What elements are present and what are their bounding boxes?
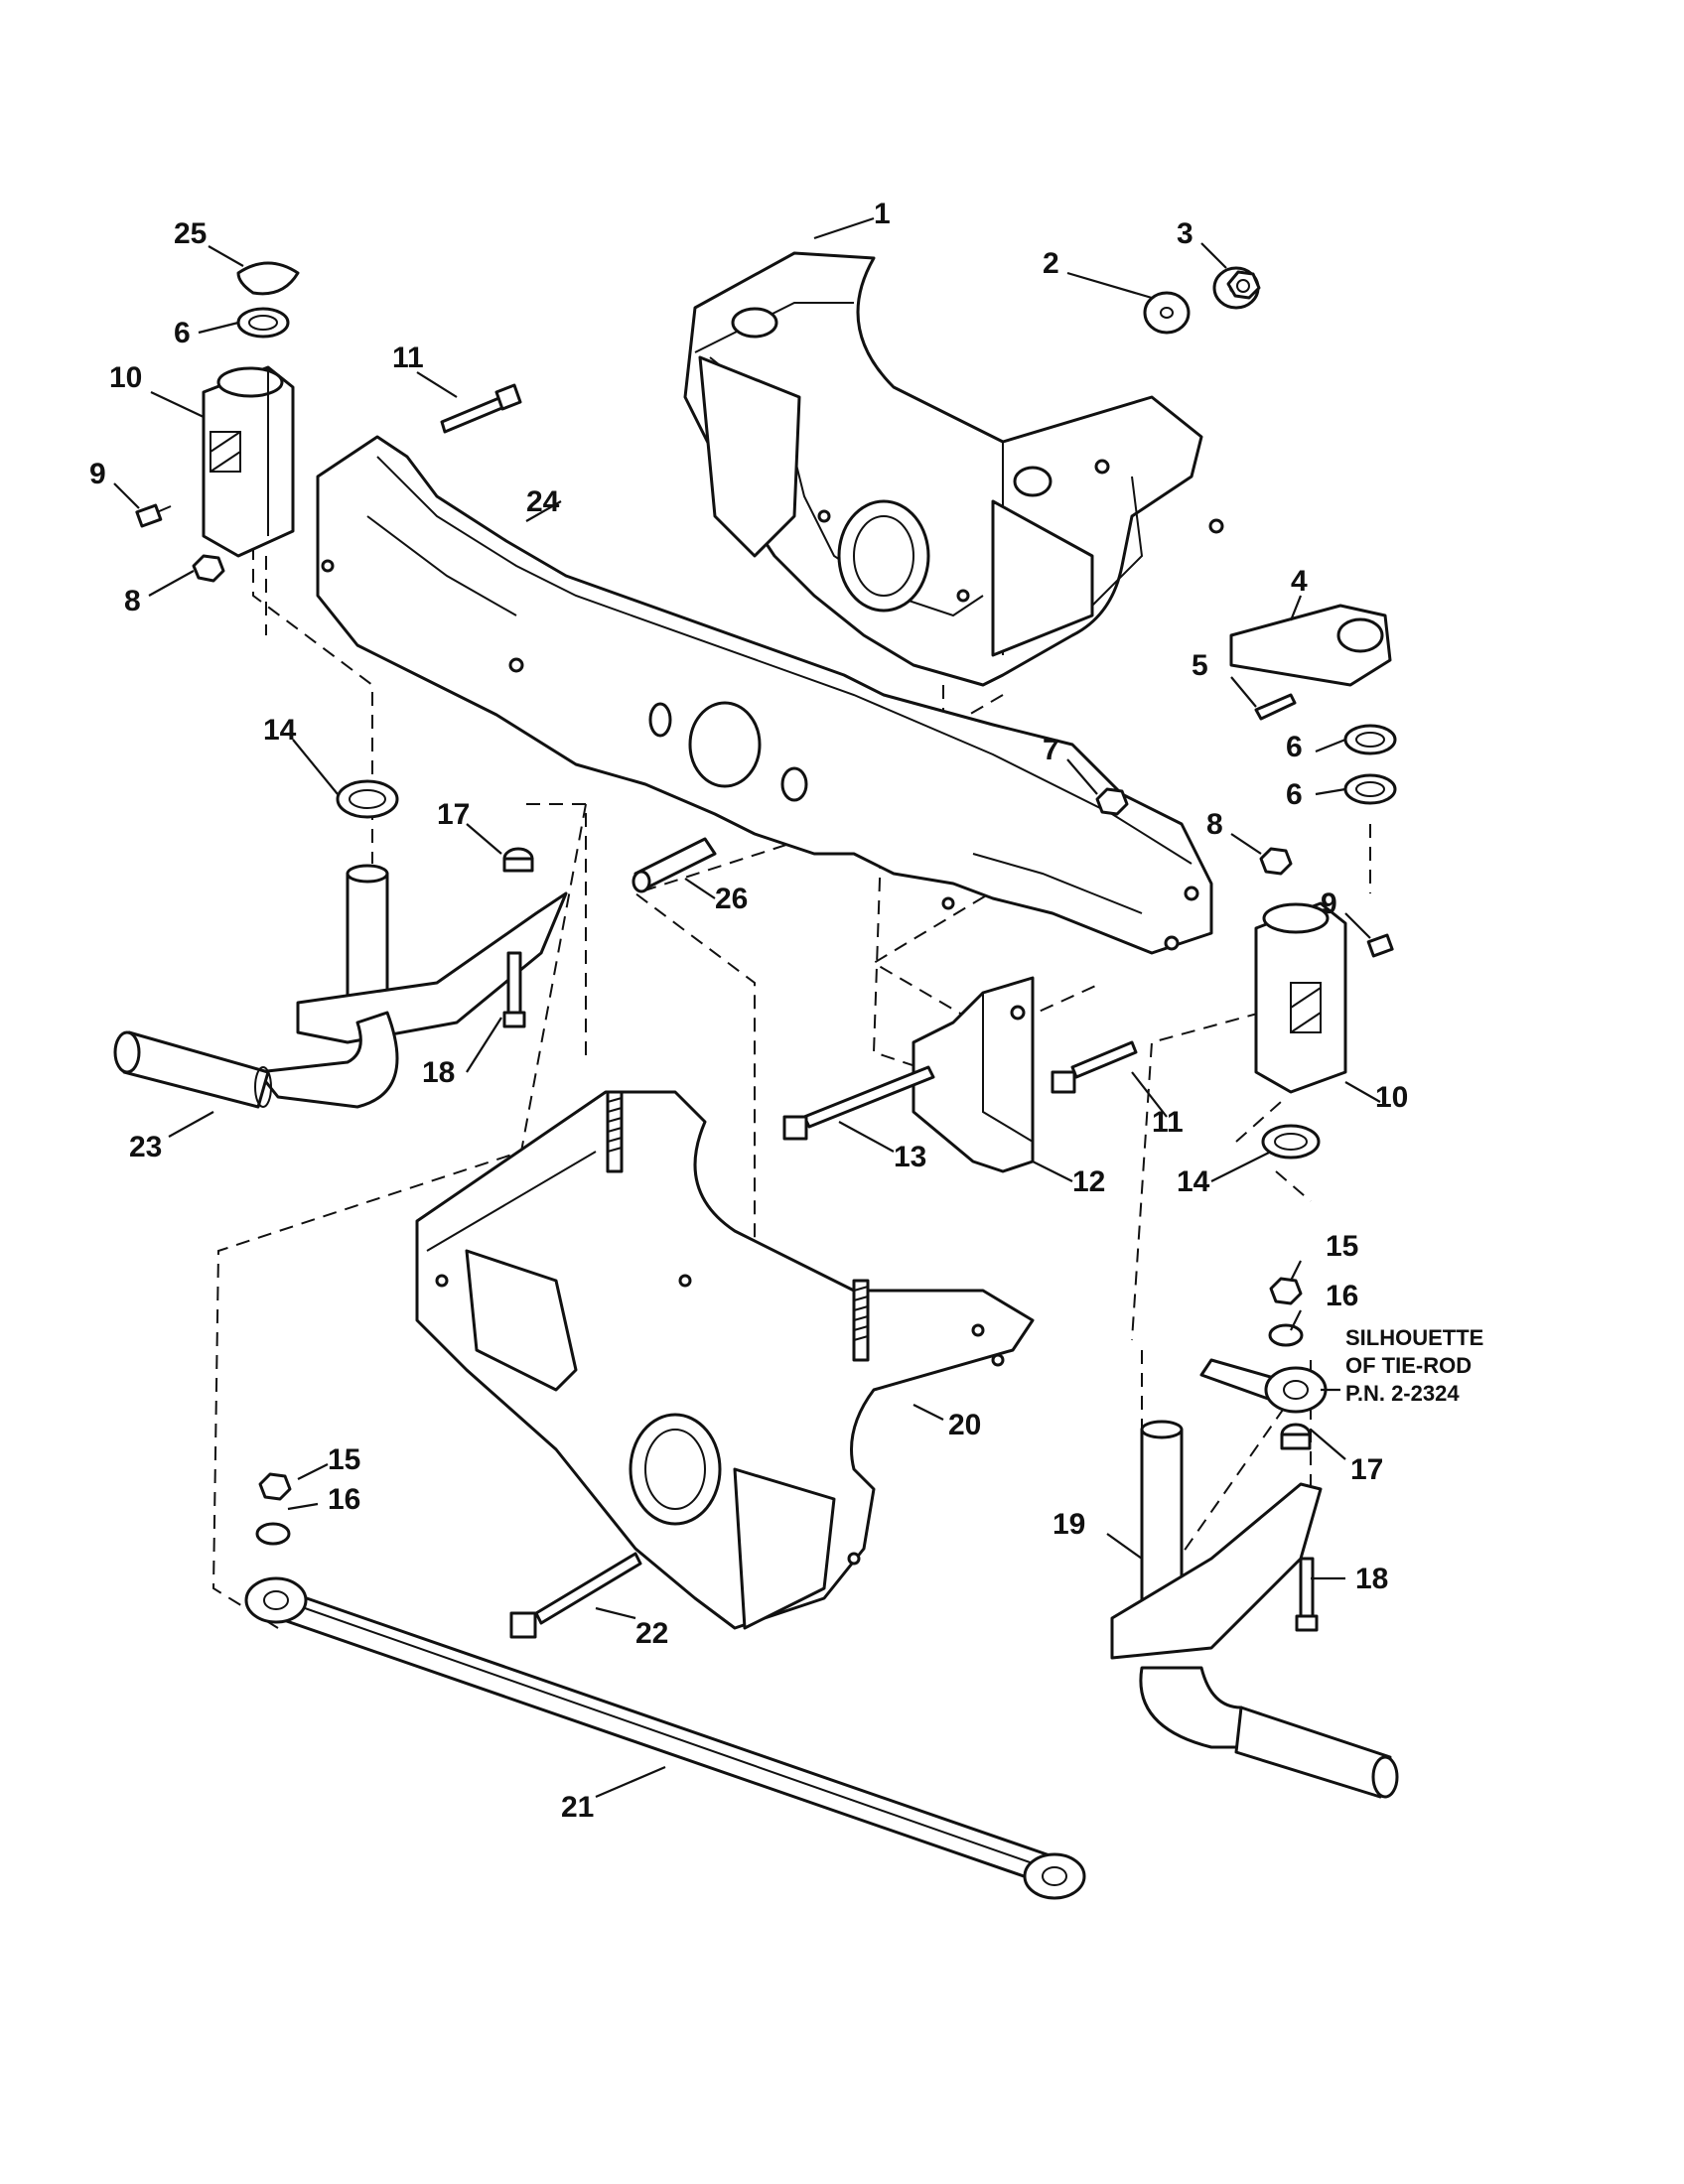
callout-4: 4 [1291, 565, 1308, 598]
bolt-part-11-right [1051, 1040, 1138, 1094]
callout-8-right: 8 [1206, 808, 1223, 841]
tie-rod-note: SILHOUETTE OF TIE-ROD P.N. 2-2324 [1345, 1325, 1483, 1406]
callout-9-right: 9 [1321, 887, 1337, 920]
nut-part-8-left [192, 554, 225, 583]
callout-numbers: 1 2 3 4 5 6 6 6 7 8 8 9 9 10 10 11 11 12… [89, 198, 1408, 1824]
callout-17-left: 17 [437, 798, 470, 831]
pin-part-5 [1254, 693, 1297, 721]
note-line-1: SILHOUETTE [1345, 1325, 1483, 1350]
callout-3: 3 [1177, 217, 1193, 250]
callout-22: 22 [635, 1617, 668, 1650]
spacer-part-17-right [1280, 1423, 1312, 1450]
screw-part-9-left [135, 503, 172, 528]
callout-2: 2 [1043, 247, 1059, 280]
bolt-part-18-right [1295, 1557, 1319, 1632]
callout-15-left: 15 [328, 1443, 360, 1476]
callout-7: 7 [1043, 734, 1059, 766]
callout-9-left: 9 [89, 458, 106, 490]
screw-part-9-right [1366, 933, 1394, 958]
callout-17-right: 17 [1350, 1453, 1383, 1486]
washer-part-16-right [1268, 1323, 1304, 1347]
spindle-part-23-left [113, 864, 568, 1109]
nut-part-7 [1095, 787, 1129, 816]
tie-rod-part-21 [244, 1576, 1086, 1900]
washer-part-6-right [1343, 724, 1397, 805]
callout-10-right: 10 [1375, 1081, 1408, 1114]
callout-16-left: 16 [328, 1483, 360, 1516]
callout-8-left: 8 [124, 585, 141, 617]
callout-19: 19 [1052, 1508, 1085, 1541]
steering-arm-part-4 [1229, 604, 1392, 687]
callout-14-right: 14 [1177, 1165, 1210, 1198]
callout-13: 13 [894, 1141, 926, 1173]
bolt-part-18-left [502, 951, 526, 1028]
callout-5: 5 [1192, 649, 1208, 682]
callout-26: 26 [715, 883, 748, 915]
bolt-part-11-left [440, 383, 522, 434]
callout-16-right: 16 [1326, 1280, 1358, 1312]
clip-part-25 [236, 261, 300, 296]
washer-part-6-left [236, 307, 290, 339]
bolt-part-13 [782, 1065, 935, 1141]
callout-20: 20 [948, 1409, 981, 1441]
callout-18-left: 18 [422, 1056, 455, 1089]
tube-part-26 [632, 837, 717, 893]
stud-right [852, 1279, 870, 1362]
spindle-block-left-part-10 [202, 365, 295, 558]
bolt-part-22 [509, 1552, 642, 1639]
washer-part-16-left [255, 1522, 291, 1546]
axle-beam-part-24 [316, 435, 1213, 955]
nut-part-8-right [1259, 847, 1293, 876]
callout-6-right-lower: 6 [1286, 778, 1303, 811]
callout-25: 25 [174, 217, 207, 250]
nut-part-15-left [258, 1472, 292, 1501]
note-line-2: OF TIE-ROD [1345, 1353, 1472, 1378]
callout-1: 1 [874, 198, 891, 230]
callout-11-left: 11 [392, 341, 424, 374]
spindle-part-19-right [1110, 1420, 1399, 1799]
nut-part-3 [1226, 270, 1261, 300]
callout-15-right: 15 [1326, 1230, 1358, 1263]
spacer-part-17-left [502, 847, 534, 873]
stud-upper [606, 1090, 624, 1173]
callout-18-right: 18 [1355, 1563, 1388, 1595]
tie-rod-silhouette [1199, 1358, 1328, 1414]
nut-part-15-right [1269, 1277, 1303, 1305]
callout-24: 24 [526, 485, 560, 518]
callout-6-left: 6 [174, 317, 191, 349]
callout-12: 12 [1072, 1165, 1105, 1198]
callout-14-left: 14 [263, 714, 297, 747]
spindle-block-right-part-10 [1254, 901, 1347, 1094]
note-line-3: P.N. 2-2324 [1345, 1381, 1460, 1406]
washer-part-14-left [336, 779, 399, 819]
callout-10-left: 10 [109, 361, 142, 394]
upper-bracket-part-1 [683, 251, 1224, 687]
callout-23: 23 [129, 1131, 162, 1163]
callout-6-right-upper: 6 [1286, 731, 1303, 763]
lower-bracket-part-20 [415, 1090, 1035, 1630]
leader-lines [113, 216, 1381, 1799]
callout-11-right: 11 [1152, 1106, 1184, 1139]
callout-21: 21 [561, 1791, 594, 1824]
washer-part-14-right [1261, 1124, 1321, 1160]
